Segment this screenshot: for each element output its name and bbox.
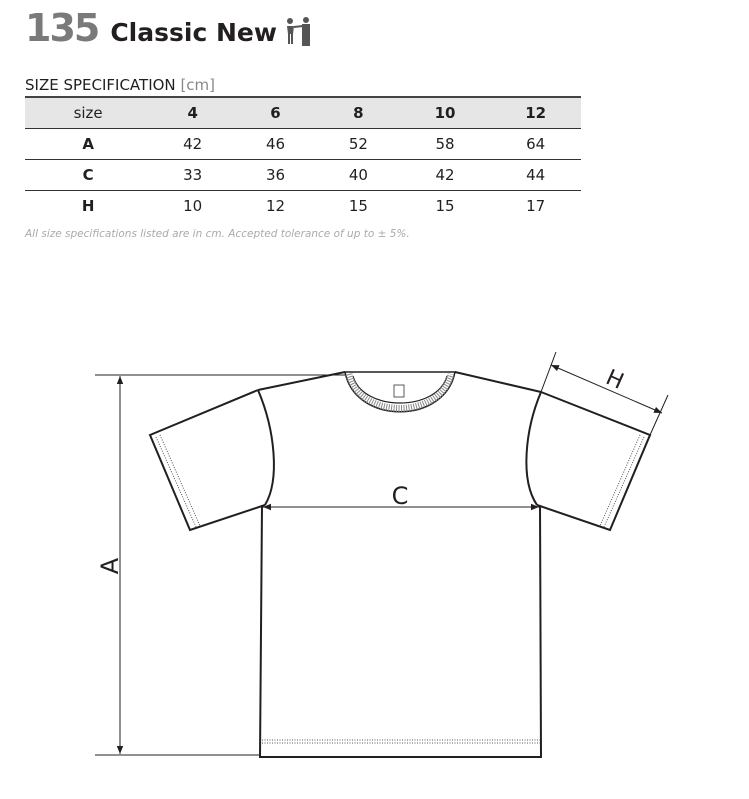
cell: 42 [399,159,491,191]
tshirt-outline [148,371,652,758]
header-cell: 10 [399,96,491,129]
header-cell: 12 [490,96,581,129]
cell: 42 [151,128,235,160]
kids-icon [287,17,310,46]
cell: 46 [234,128,317,160]
cell: 36 [234,159,317,191]
header-cell: 8 [316,96,400,129]
model-number: 135 [25,6,100,50]
product-title: 135 Classic New [25,6,277,50]
cell: 58 [399,128,491,160]
cell: 44 [490,159,581,191]
header-cell: 4 [151,96,235,129]
cell: 15 [348,197,368,215]
label-a: A [96,557,124,574]
header-cell: 6 [234,96,317,129]
row-label: C [25,159,152,191]
cell: 10 [183,197,203,215]
dimension-lines [95,351,669,756]
model-name: Classic New [110,18,277,47]
cell: 17 [526,197,546,215]
cell: 12 [265,197,286,215]
row-label: H [81,197,95,215]
tolerance-note: All size specifications listed are in cm… [25,228,410,240]
spec-title: SIZE SPECIFICATION [25,76,176,94]
label-c: C [392,482,409,510]
size-spec-heading: SIZE SPECIFICATION [cm] [25,76,215,94]
table-row: H 10 12 15 15 17 [25,191,581,222]
cell: 52 [316,128,400,160]
cell: 40 [316,159,400,191]
cell: 64 [490,128,581,160]
table-header-row: size 4 6 8 10 12 [25,96,581,129]
cell: 33 [151,159,235,191]
label-h: H [602,365,627,395]
header-cell: size [25,96,152,129]
spec-unit: [cm] [180,76,216,94]
cell: 15 [435,197,455,215]
row-label: A [25,128,152,160]
